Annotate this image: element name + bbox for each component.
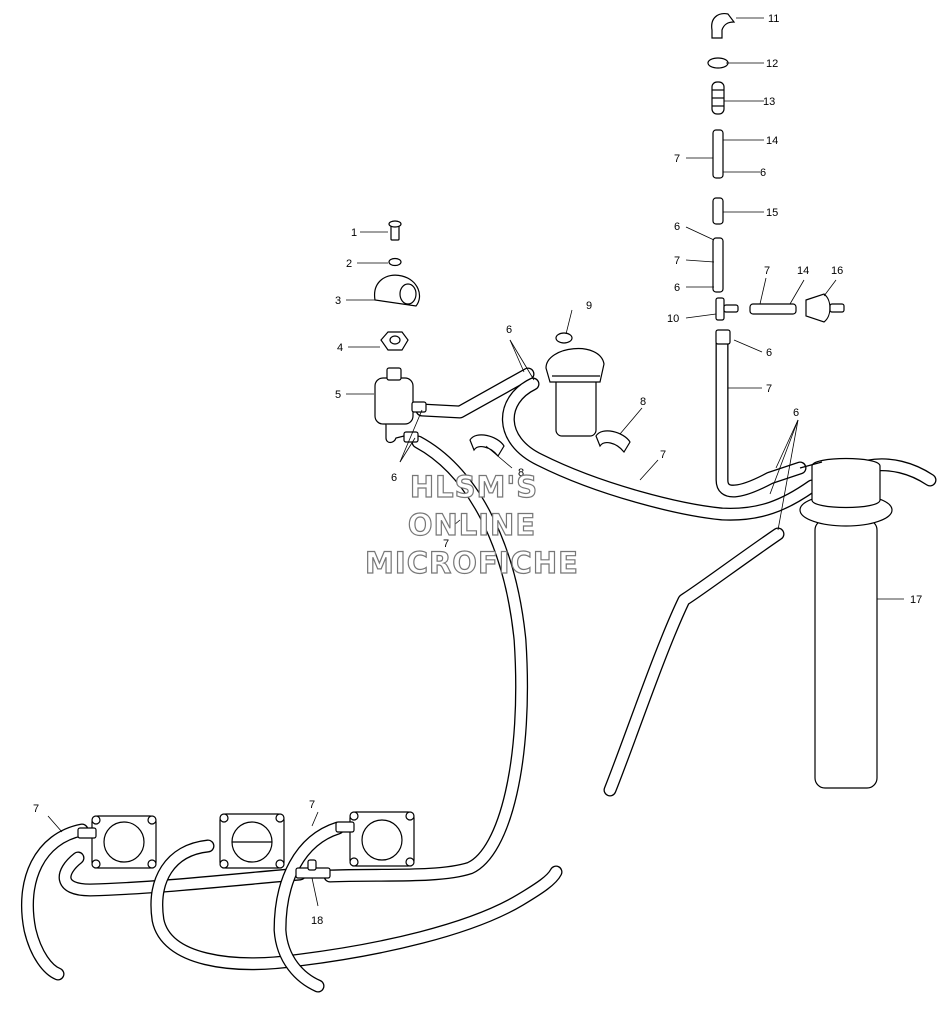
callout-11: 11 xyxy=(768,13,779,25)
callout-6: 6 xyxy=(793,407,799,419)
callout-13: 13 xyxy=(763,96,775,108)
vent-fitting-stack xyxy=(707,13,845,345)
callout-16: 16 xyxy=(831,265,843,277)
carburetor-2 xyxy=(219,813,285,869)
hose-segment-icon xyxy=(712,237,724,293)
callout-7: 7 xyxy=(33,803,39,815)
leader-lines xyxy=(47,17,904,907)
hose-clip-icon xyxy=(469,434,505,458)
watermark-line-1: HLSM'S xyxy=(410,470,538,504)
callout-10: 10 xyxy=(667,313,679,325)
hose-clips xyxy=(469,430,631,458)
valve-fitting-icon xyxy=(805,293,831,323)
callout-9: 9 xyxy=(586,300,592,312)
hose-segment-icon xyxy=(749,303,797,315)
fuel-tank-icon xyxy=(814,519,878,789)
watermark-line-2: ONLINE xyxy=(408,508,536,542)
callout-6: 6 xyxy=(391,472,397,484)
callout-8: 8 xyxy=(640,396,646,408)
water-separator xyxy=(545,332,605,437)
connector-icon xyxy=(712,197,724,225)
hose-segment-icon xyxy=(712,129,724,179)
callout-12: 12 xyxy=(766,58,778,70)
fuel-filter-assembly xyxy=(374,220,427,444)
hose-clip-icon xyxy=(595,430,631,454)
clamp-icon xyxy=(707,57,729,69)
fuel-tank xyxy=(799,457,893,789)
callout-7: 7 xyxy=(443,538,449,550)
callout-14: 14 xyxy=(766,135,778,147)
elbow-fitting-icon xyxy=(711,13,736,39)
callout-7: 7 xyxy=(309,799,315,811)
washer-icon xyxy=(388,257,402,267)
hose-tank-return xyxy=(603,527,785,797)
carburetor-3 xyxy=(335,811,415,867)
carburetors xyxy=(77,811,415,879)
carburetor-1 xyxy=(77,815,157,869)
callout-6: 6 xyxy=(674,221,680,233)
callout-7: 7 xyxy=(674,153,680,165)
callout-7: 7 xyxy=(764,265,770,277)
callout-2: 2 xyxy=(346,258,352,270)
callout-4: 4 xyxy=(337,342,343,354)
tee-fitting-icon xyxy=(715,297,725,321)
callout-3: 3 xyxy=(335,295,341,307)
callout-6: 6 xyxy=(506,324,512,336)
callout-1: 1 xyxy=(351,227,357,239)
callout-6: 6 xyxy=(766,347,772,359)
callout-6: 6 xyxy=(674,282,680,294)
watermark: HLSM'S ONLINE MICROFICHE xyxy=(364,469,579,580)
callout-7: 7 xyxy=(674,255,680,267)
callout-7: 7 xyxy=(660,449,666,461)
callout-14: 14 xyxy=(797,265,809,277)
callout-7: 7 xyxy=(766,383,772,395)
callout-8: 8 xyxy=(518,467,524,479)
fuel-filter-icon xyxy=(374,377,414,425)
watermark-line-3: MICROFICHE xyxy=(365,546,579,580)
callout-5: 5 xyxy=(335,389,341,401)
callout-17: 17 xyxy=(910,594,922,606)
callout-15: 15 xyxy=(766,207,778,219)
callout-6: 6 xyxy=(760,167,766,179)
callout-18: 18 xyxy=(311,915,323,927)
callout-numbers: 1 2 3 4 5 6 6 6 6 6 6 6 7 7 7 7 7 7 7 7 … xyxy=(33,13,922,927)
